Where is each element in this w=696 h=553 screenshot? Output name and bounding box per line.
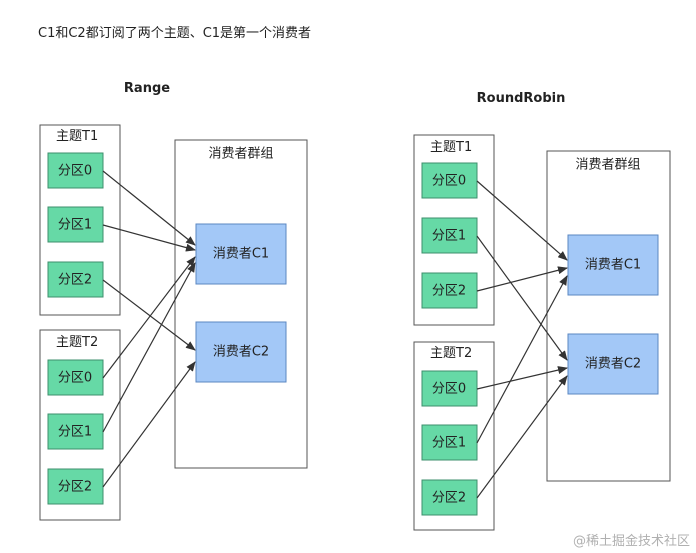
roundrobin-t2-partition-0-label: 分区0	[432, 382, 466, 397]
roundrobin-arrow-t2p1-c1	[476, 275, 568, 444]
roundrobin-t1-partition-0	[421, 162, 478, 199]
roundrobin-consumer-c2	[567, 333, 659, 395]
range-topic-t2: 主题T2 分区0 分区1 分区2	[39, 329, 121, 521]
roundrobin-consumer-c2-label: 消费者C2	[585, 357, 641, 372]
range-t1-partition-2-label: 分区2	[58, 273, 92, 288]
range-t2-partition-1-label: 分区1	[58, 425, 92, 440]
roundrobin-t2-partition-2-label: 分区2	[432, 491, 466, 506]
range-arrow-t2p2-c2	[102, 361, 196, 488]
range-consumer-c1-label: 消费者C1	[213, 247, 269, 262]
roundrobin-group-label: 消费者群组	[575, 158, 640, 173]
range-t2-partition-0-label: 分区0	[58, 371, 92, 386]
roundrobin-consumer-c1	[567, 234, 659, 296]
range-group-label: 消费者群组	[208, 147, 273, 162]
range-t1-partition-0	[47, 152, 104, 189]
roundrobin-t1-partition-1	[421, 217, 478, 254]
roundrobin-title: RoundRobin	[477, 91, 566, 106]
roundrobin-t2-partition-2	[421, 479, 478, 516]
range-consumer-c1	[195, 223, 287, 285]
range-t1-partition-0-label: 分区0	[58, 164, 92, 179]
roundrobin-topic-t2: 主题T2 分区0 分区1 分区2	[413, 341, 495, 531]
roundrobin-group-frame	[546, 150, 671, 482]
range-topic-t2-label: 主题T2	[56, 335, 98, 350]
range-consumer-group: 消费者群组 消费者C1 消费者C2	[174, 139, 308, 469]
roundrobin-t1-partition-0-label: 分区0	[432, 174, 466, 189]
roundrobin-t1-partition-1-label: 分区1	[432, 229, 466, 244]
roundrobin-topic-t1: 主题T1 分区0 分区1 分区2	[413, 134, 495, 326]
range-arrow-t1p1-c1	[102, 224, 196, 252]
range-arrow-t1p2-c2	[102, 279, 196, 351]
roundrobin-arrow-t2p2-c2	[476, 375, 568, 499]
roundrobin-topic-t1-label: 主题T1	[430, 140, 472, 155]
range-t2-partition-2	[47, 468, 104, 505]
range-t2-partition-1	[47, 413, 104, 450]
range-t1-partition-2	[47, 261, 104, 298]
range-consumer-c2	[195, 321, 287, 383]
roundrobin-arrow-t2p0-c2	[476, 366, 568, 390]
roundrobin-t2-partition-1-label: 分区1	[432, 436, 466, 451]
range-title: Range	[124, 81, 170, 96]
watermark: @稀土掘金技术社区	[573, 533, 690, 549]
roundrobin-panel: RoundRobin 主题T1 分区0 分区1 分区2 主题T2 分区0 分区1…	[413, 91, 671, 531]
roundrobin-topic-t2-label: 主题T2	[430, 346, 472, 361]
header-text: C1和C2都订阅了两个主题、C1是第一个消费者	[38, 26, 311, 41]
range-arrow-t2p0-c1	[102, 256, 196, 379]
roundrobin-t1-partition-2-label: 分区2	[432, 284, 466, 299]
range-panel: Range 主题T1 分区0 分区1 分区2 主题T2 分区0 分区1 分区2	[39, 81, 308, 521]
range-arrow-t2p1-c1	[102, 262, 196, 433]
roundrobin-arrow-t1p1-c2	[476, 235, 568, 361]
roundrobin-arrow-t1p0-c1	[476, 180, 568, 261]
range-t1-partition-1-label: 分区1	[58, 218, 92, 233]
roundrobin-consumer-c1-label: 消费者C1	[585, 258, 641, 273]
range-arrow-t1p0-c1	[102, 170, 196, 246]
range-topic-t1-label: 主题T1	[56, 129, 98, 144]
roundrobin-arrow-t1p2-c1	[476, 266, 568, 292]
range-t2-partition-0	[47, 359, 104, 396]
range-t1-partition-1	[47, 206, 104, 243]
roundrobin-t1-partition-2	[421, 272, 478, 309]
range-t2-partition-2-label: 分区2	[58, 480, 92, 495]
range-consumer-c2-label: 消费者C2	[213, 345, 269, 360]
range-group-frame	[174, 139, 308, 469]
roundrobin-t2-partition-1	[421, 424, 478, 461]
roundrobin-consumer-group: 消费者群组 消费者C1 消费者C2	[546, 150, 671, 482]
range-topic-t1: 主题T1 分区0 分区1 分区2	[39, 124, 121, 316]
